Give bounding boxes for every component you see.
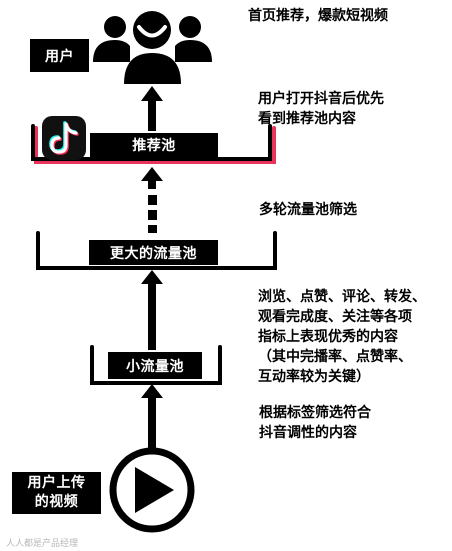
bigger-pool-container — [36, 231, 277, 270]
note-open-app: 用户打开抖音后优先 看到推荐池内容 — [258, 89, 384, 129]
tiktok-logo-icon — [42, 116, 86, 160]
note-homepage-text: 首页推荐，爆款短视频 — [248, 8, 388, 24]
users-group-icon — [93, 11, 212, 84]
note-metrics-line-5: 互动率较为关键） — [258, 369, 370, 385]
note-open-app-line-2: 看到推荐池内容 — [258, 111, 356, 127]
note-multi-round: 多轮流量池筛选 — [259, 200, 357, 220]
small-pool-box: 小流量池 — [108, 352, 202, 379]
note-tag-filter: 根据标签筛选符合 抖音调性的内容 — [259, 403, 371, 443]
user-box: 用户 — [30, 39, 89, 72]
note-metrics: 浏览、点赞、评论、转发、 观看完成度、关注等各项 指标上表现优秀的内容 （其中完… — [258, 287, 426, 387]
upload-line-1: 用户上传 — [27, 475, 86, 491]
recommend-pool-box: 推荐池 — [90, 133, 218, 157]
arrow-to-small-pool — [141, 384, 163, 452]
note-multi-round-text: 多轮流量池筛选 — [259, 202, 357, 218]
note-metrics-line-3: 指标上表现优秀的内容 — [258, 329, 398, 345]
upload-video-box: 用户上传 的视频 — [12, 472, 101, 514]
arrow-to-user — [141, 86, 163, 131]
note-tag-filter-line-2: 抖音调性的内容 — [259, 425, 357, 441]
note-metrics-line-2: 观看完成度、关注等各项 — [258, 309, 412, 325]
note-tag-filter-line-1: 根据标签筛选符合 — [259, 405, 371, 421]
note-homepage: 首页推荐，爆款短视频 — [248, 6, 388, 26]
watermark: 人人都是产品经理 — [6, 539, 79, 549]
bigger-pool-box: 更大的流量池 — [89, 240, 218, 265]
play-icon — [109, 447, 195, 533]
recommend-pool-container — [31, 124, 276, 164]
upload-line-2: 的视频 — [34, 494, 79, 510]
note-metrics-line-4: （其中完播率、点赞率、 — [258, 349, 412, 365]
arrow-dotted-to-recommend-pool — [141, 167, 163, 233]
note-metrics-line-1: 浏览、点赞、评论、转发、 — [258, 289, 426, 305]
arrow-to-bigger-pool — [141, 270, 163, 350]
note-open-app-line-1: 用户打开抖音后优先 — [258, 91, 384, 107]
small-pool-container — [90, 345, 222, 385]
